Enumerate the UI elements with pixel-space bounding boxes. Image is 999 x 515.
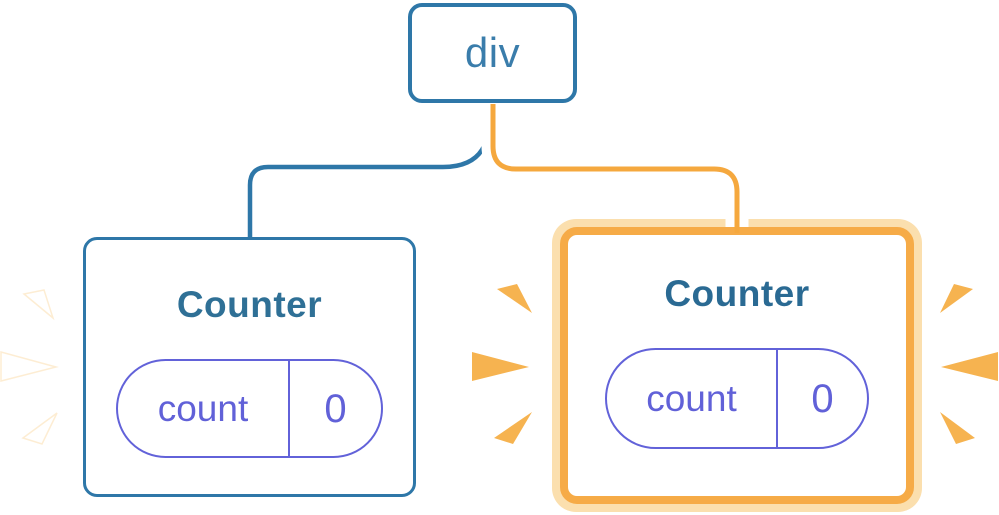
state-key-label: count xyxy=(646,378,737,419)
state-value-cell: 0 xyxy=(778,350,867,447)
state-pill: count 0 xyxy=(605,348,869,449)
burst-ray xyxy=(941,352,998,381)
root-node-label: div xyxy=(464,29,521,76)
state-key-cell: count xyxy=(118,361,290,456)
burst-ray xyxy=(940,412,975,444)
counter-card-left: Counter count 0 xyxy=(83,237,416,497)
state-pill: count 0 xyxy=(116,359,383,458)
counter-card-right-glow: Counter count 0 xyxy=(552,219,922,512)
burst-ray xyxy=(494,412,532,444)
root-node-div: div xyxy=(408,3,577,103)
burst-ray xyxy=(22,289,55,321)
burst-ray xyxy=(472,352,529,381)
state-value-label: 0 xyxy=(811,376,834,421)
state-value-label: 0 xyxy=(324,386,347,431)
pipe-casing xyxy=(481,104,749,227)
counter-title: Counter xyxy=(664,273,810,314)
burst-ray xyxy=(940,284,973,313)
burst-middle xyxy=(472,284,532,444)
burst-ray xyxy=(21,412,58,445)
state-value-cell: 0 xyxy=(290,361,381,456)
burst-right xyxy=(940,284,998,444)
counter-card-right: Counter count 0 xyxy=(560,227,914,504)
counter-title: Counter xyxy=(176,284,323,325)
burst-ray xyxy=(497,284,532,313)
burst-left xyxy=(0,289,59,445)
state-key-label: count xyxy=(157,388,249,429)
orange-connector-line xyxy=(490,104,740,233)
state-key-cell: count xyxy=(607,350,778,447)
blue-connector-line xyxy=(247,104,494,239)
burst-ray xyxy=(0,351,59,382)
